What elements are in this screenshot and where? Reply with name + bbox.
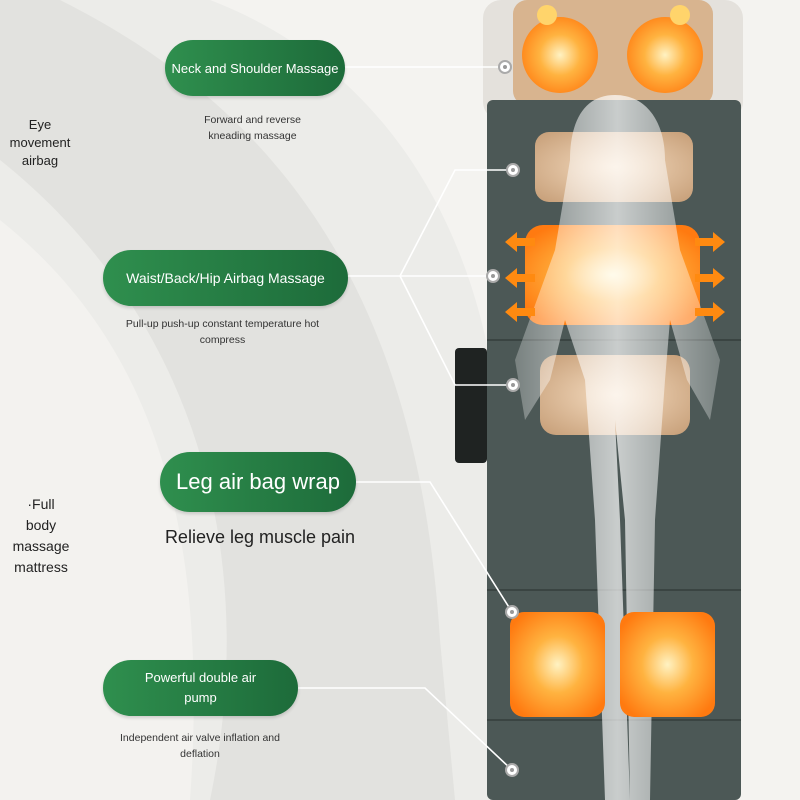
feature-pill-air-pump: Powerful double air pump: [103, 660, 298, 716]
remote-controller: [455, 348, 487, 463]
connector-dot-waist: [486, 269, 500, 283]
connector-dot-neck: [498, 60, 512, 74]
feature-title: Neck and Shoulder Massage: [171, 60, 339, 76]
connector-dot-upper-back: [506, 163, 520, 177]
feature-title: Waist/Back/Hip Airbag Massage: [126, 270, 325, 286]
feature-subtitle-waist: Pull-up push-up constant temperature hot…: [125, 318, 320, 346]
feature-pill-waist-back-hip: Waist/Back/Hip Airbag Massage: [103, 250, 348, 306]
eye-airbag-label: Eye movement airbag: [9, 117, 71, 168]
feature-subtitle-pump: Independent air valve inflation and defl…: [120, 732, 280, 760]
feature-subtitle-neck: Forward and reverse kneading massage: [204, 114, 301, 142]
feature-subtitle-leg: Relieve leg muscle pain: [164, 527, 356, 547]
connector-dot-hip: [506, 378, 520, 392]
massage-mattress-illustration: [455, 0, 743, 800]
connector-dot-pump: [505, 763, 519, 777]
mattress-label: ·Full body massage mattress: [12, 496, 70, 575]
feature-title: Leg air bag wrap: [176, 469, 340, 494]
feature-title: Powerful double air pump: [144, 670, 257, 705]
feature-pill-neck-shoulder: Neck and Shoulder Massage: [165, 40, 345, 96]
connector-dot-leg: [505, 605, 519, 619]
feature-pill-leg-wrap: Leg air bag wrap: [160, 452, 356, 512]
